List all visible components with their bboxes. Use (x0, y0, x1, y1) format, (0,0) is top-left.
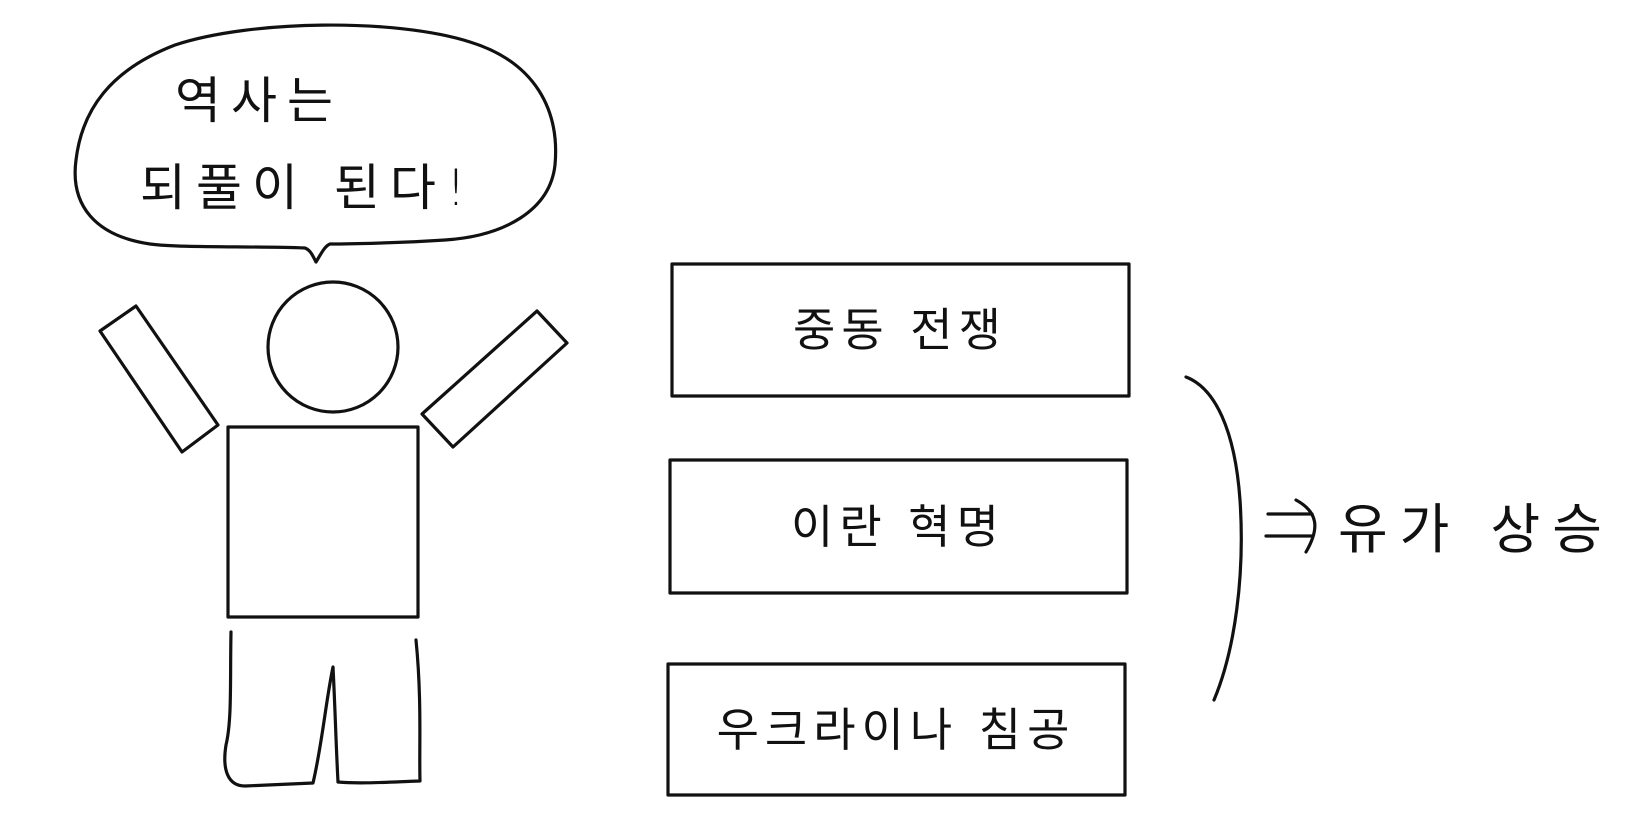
speech-line-2: 되풀이 된다! (140, 159, 476, 217)
event-box-3-label: 우크라이나 침공 (717, 703, 1076, 757)
event-box-3: 우크라이나 침공 (666, 662, 1127, 797)
event-box-1-frame (670, 262, 1131, 398)
event-box-2-label: 이란 혁명 (791, 500, 1005, 554)
figure-legs (223, 630, 422, 788)
speech-bubble-outline (73, 23, 558, 264)
speech-line-1: 역사는 (175, 72, 343, 130)
event-box-1-label: 중동 전쟁 (793, 303, 1007, 357)
implication-arrow-icon (1264, 498, 1317, 554)
result-label: 유가 상승 (1338, 498, 1614, 561)
event-boxes: 중동 전쟁 이란 혁명 우크라이나 침공 (666, 262, 1131, 797)
figure-left-arm (98, 304, 220, 454)
event-box-3-frame (666, 662, 1127, 797)
event-box-2-frame (668, 458, 1129, 595)
figure-head (266, 280, 400, 414)
stick-figure (98, 280, 569, 788)
speech-bubble: 역사는 되풀이 된다! (73, 23, 558, 264)
event-box-2: 이란 혁명 (668, 458, 1129, 595)
event-box-1: 중동 전쟁 (670, 262, 1131, 398)
figure-right-arm (420, 309, 569, 449)
grouping-bracket (1184, 375, 1243, 702)
figure-torso (226, 425, 420, 619)
